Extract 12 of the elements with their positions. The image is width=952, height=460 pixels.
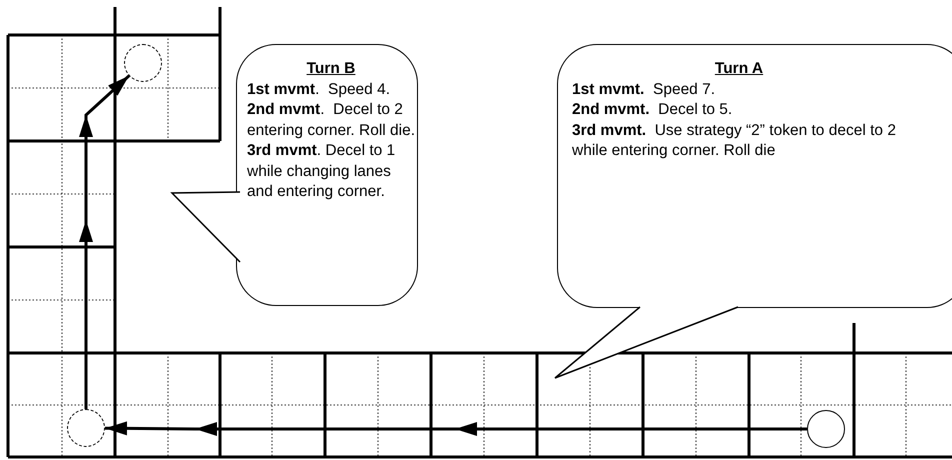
speech-bubble	[236, 44, 418, 306]
ghost-token	[67, 409, 105, 447]
move-note: 1st mvmt. Speed 7.	[572, 80, 716, 100]
bubble-heading: Turn A	[714, 59, 764, 79]
ghost-token	[124, 44, 162, 82]
move-note: 2nd mvmt. Decel to 5.	[572, 100, 734, 120]
move-note: 3rd mvmt. Use strategy “2” token to decel to 2 while entering corner. Roll die	[572, 120, 897, 161]
car-token	[807, 410, 845, 448]
move-note: 1st mvmt. Speed 4.	[247, 80, 392, 100]
move-note: 2nd mvmt. Decel to 2 entering corner. Roll die.	[247, 100, 415, 140]
move-note: 3rd mvmt. Decel to 1 while changing lanes and entering corner.	[247, 141, 396, 202]
bubble-heading: Turn B	[306, 59, 356, 79]
